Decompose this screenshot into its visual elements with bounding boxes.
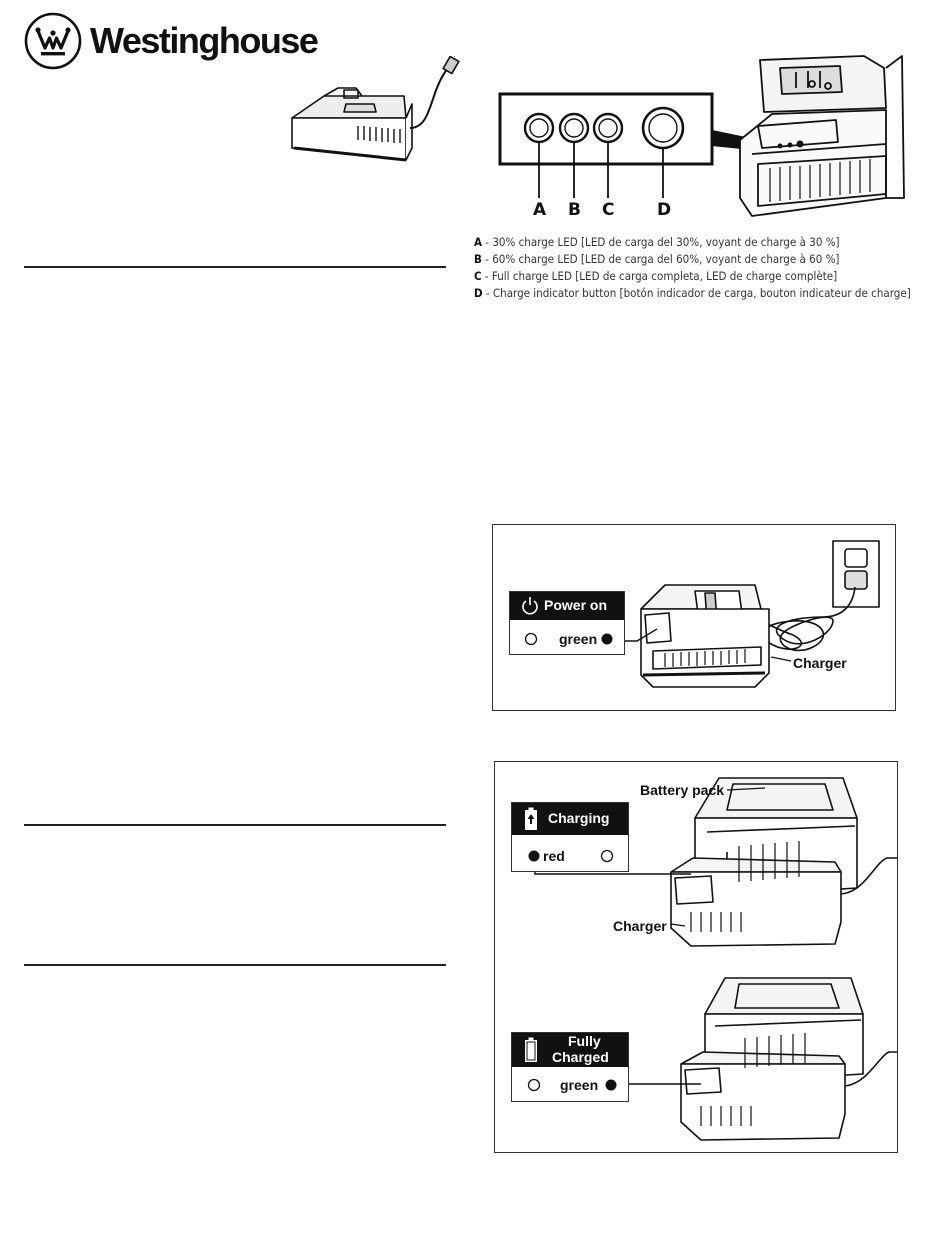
- led-legend-b: B - 60% charge LED [LED de carga del 60%…: [474, 252, 840, 266]
- charger-illustration-small: [291, 56, 460, 162]
- fully-charged-title-line2: Charged: [552, 1049, 609, 1065]
- section-divider: [24, 266, 446, 268]
- charging-status-header: Charging: [512, 803, 628, 835]
- charging-status-panel: Charging red: [511, 802, 629, 872]
- power-on-status-header: Power on: [510, 592, 624, 620]
- power-on-color-label: green: [559, 631, 598, 647]
- led-on-icon: [601, 633, 613, 645]
- fully-charged-color-label: green: [560, 1077, 599, 1093]
- power-on-figure: Power on green Charger: [492, 524, 896, 711]
- battery-full-icon: [525, 1037, 537, 1062]
- led-diagram: A B C D: [490, 48, 910, 228]
- power-on-status-panel: Power on green: [509, 591, 625, 655]
- led-off-icon: [524, 632, 538, 646]
- charging-title: Charging: [548, 810, 610, 826]
- fully-charged-title-line1: Fully: [568, 1033, 601, 1049]
- diagram-letter-b: B: [568, 200, 581, 220]
- brand-logo: Westinghouse: [24, 12, 319, 70]
- diagram-letter-a: A: [533, 200, 547, 220]
- led-legend-c: C - Full charge LED [LED de carga comple…: [474, 269, 838, 283]
- led-on-icon: [528, 850, 540, 862]
- section-divider: [24, 824, 446, 826]
- power-icon: [522, 597, 538, 615]
- diagram-letter-d: D: [657, 200, 672, 220]
- battery-charging-icon: [525, 807, 537, 830]
- brand-name: Westinghouse: [90, 20, 319, 61]
- fully-charged-status-header: Fully Charged: [512, 1033, 628, 1067]
- charging-color-label: red: [543, 848, 565, 864]
- charger-plugged-drawing: [605, 540, 880, 688]
- charging-charger-callout: Charger: [613, 918, 667, 934]
- power-on-charger-callout: Charger: [793, 655, 847, 671]
- section-divider: [24, 964, 446, 966]
- led-off-icon: [600, 849, 614, 863]
- diagram-letter-c: C: [602, 200, 615, 220]
- battery-pack-callout: Battery pack: [640, 782, 725, 798]
- battery-on-charger-drawing: [534, 777, 897, 1141]
- fully-charged-status-panel: Fully Charged green: [511, 1032, 629, 1102]
- led-off-icon: [527, 1078, 541, 1092]
- led-legend-d: D - Charge indicator button [botón indic…: [474, 286, 911, 300]
- power-on-title: Power on: [544, 597, 608, 613]
- charging-figure: Battery pack Charger Charging red Fully …: [494, 761, 898, 1153]
- led-legend-a: A - 30% charge LED [LED de carga del 30%…: [474, 235, 840, 249]
- led-panel-drawing: [498, 55, 905, 217]
- led-on-icon: [605, 1079, 617, 1091]
- westinghouse-w-icon: [24, 12, 82, 70]
